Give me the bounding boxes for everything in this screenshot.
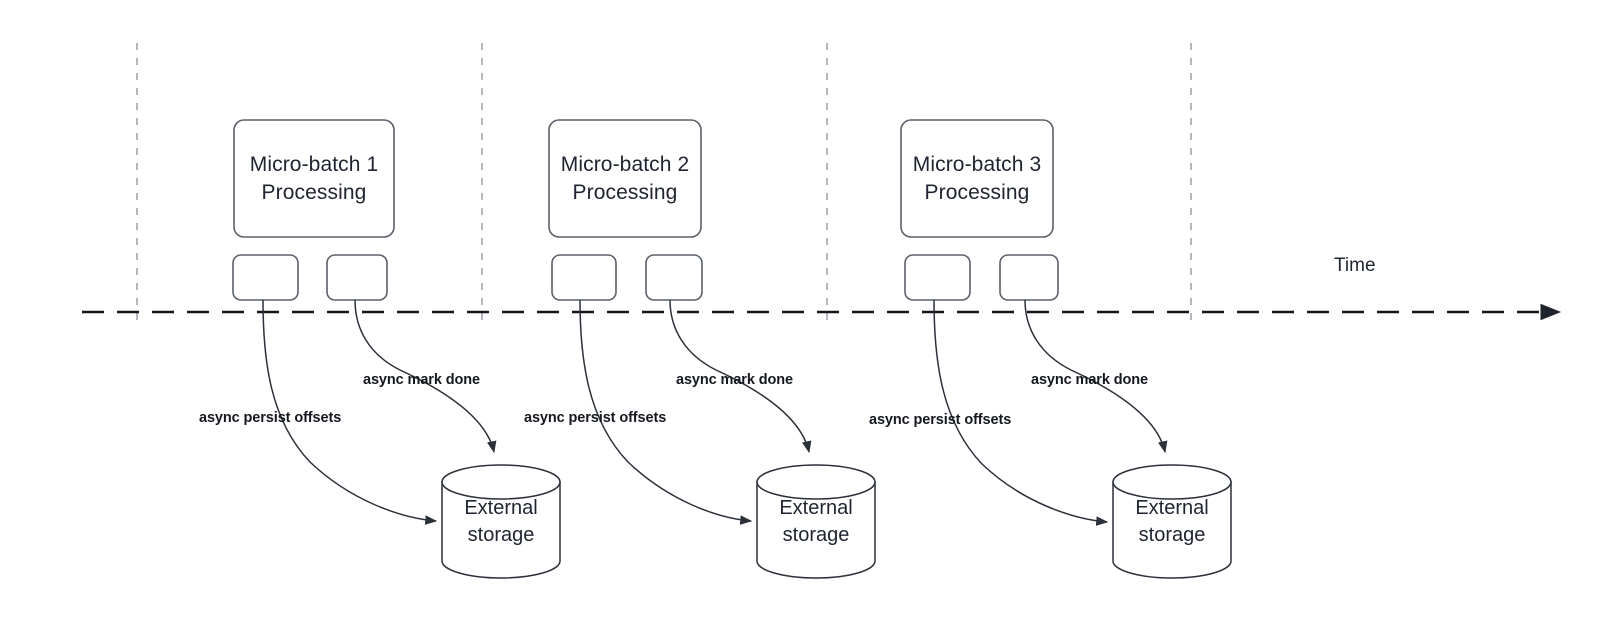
batch-boundaries <box>136 43 1192 327</box>
edge-label-async-mark-done-3: async mark done <box>1031 372 1148 388</box>
edge-async-mark-done-1 <box>354 299 497 454</box>
edge-label-async-mark-done-2: async mark done <box>676 372 793 388</box>
task-box-mark-2[interactable] <box>645 254 703 301</box>
external-storage-2-cylinder[interactable] <box>756 464 876 579</box>
task-box-persist-1[interactable] <box>232 254 299 301</box>
edge-label-async-persist-offsets-1: async persist offsets <box>199 410 342 426</box>
task-box-persist-3[interactable] <box>904 254 971 301</box>
edge-async-persist-offsets-2 <box>579 299 753 525</box>
external-storage-3-cylinder[interactable] <box>1112 464 1232 579</box>
edge-label-async-mark-done-1: async mark done <box>363 372 480 388</box>
external-storage-1-cylinder[interactable] <box>441 464 561 579</box>
edge-label-async-persist-offsets-3: async persist offsets <box>869 412 1012 428</box>
task-box-mark-1[interactable] <box>326 254 388 301</box>
edge-async-mark-done-3 <box>1024 299 1168 454</box>
task-box-persist-2[interactable] <box>551 254 617 301</box>
task-box-mark-3[interactable] <box>999 254 1059 301</box>
group-3-shapes <box>900 119 1232 579</box>
edge-async-mark-done-2 <box>669 299 812 454</box>
group-1-shapes <box>232 119 561 579</box>
timeline-label: Time <box>1334 255 1376 276</box>
edge-async-persist-offsets-1 <box>262 299 438 525</box>
group-2-shapes <box>548 119 876 579</box>
edge-async-persist-offsets-3 <box>933 299 1109 526</box>
edge-label-async-persist-offsets-2: async persist offsets <box>524 410 667 426</box>
micro-batch-2-box[interactable] <box>548 119 702 238</box>
micro-batch-1-box[interactable] <box>233 119 395 238</box>
micro-batch-3-box[interactable] <box>900 119 1054 238</box>
